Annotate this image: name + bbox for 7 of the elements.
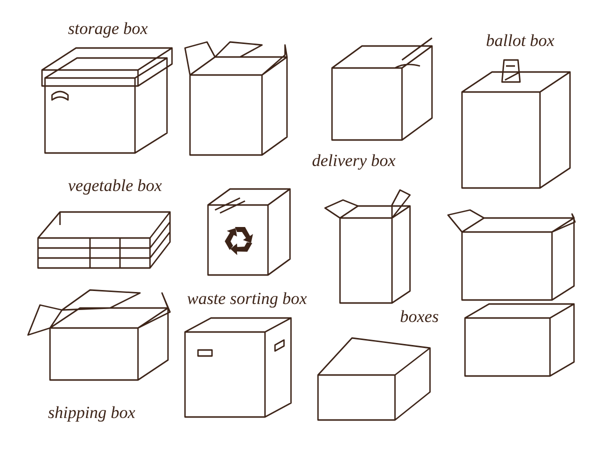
box-label: storage box — [68, 20, 148, 39]
box-label: waste sorting box — [187, 290, 307, 309]
box-label: boxes — [400, 308, 439, 327]
box-label: vegetable box — [68, 177, 162, 196]
box-label: delivery box — [312, 152, 396, 171]
box-label: shipping box — [48, 404, 136, 423]
box-label: ballot box — [486, 32, 554, 51]
